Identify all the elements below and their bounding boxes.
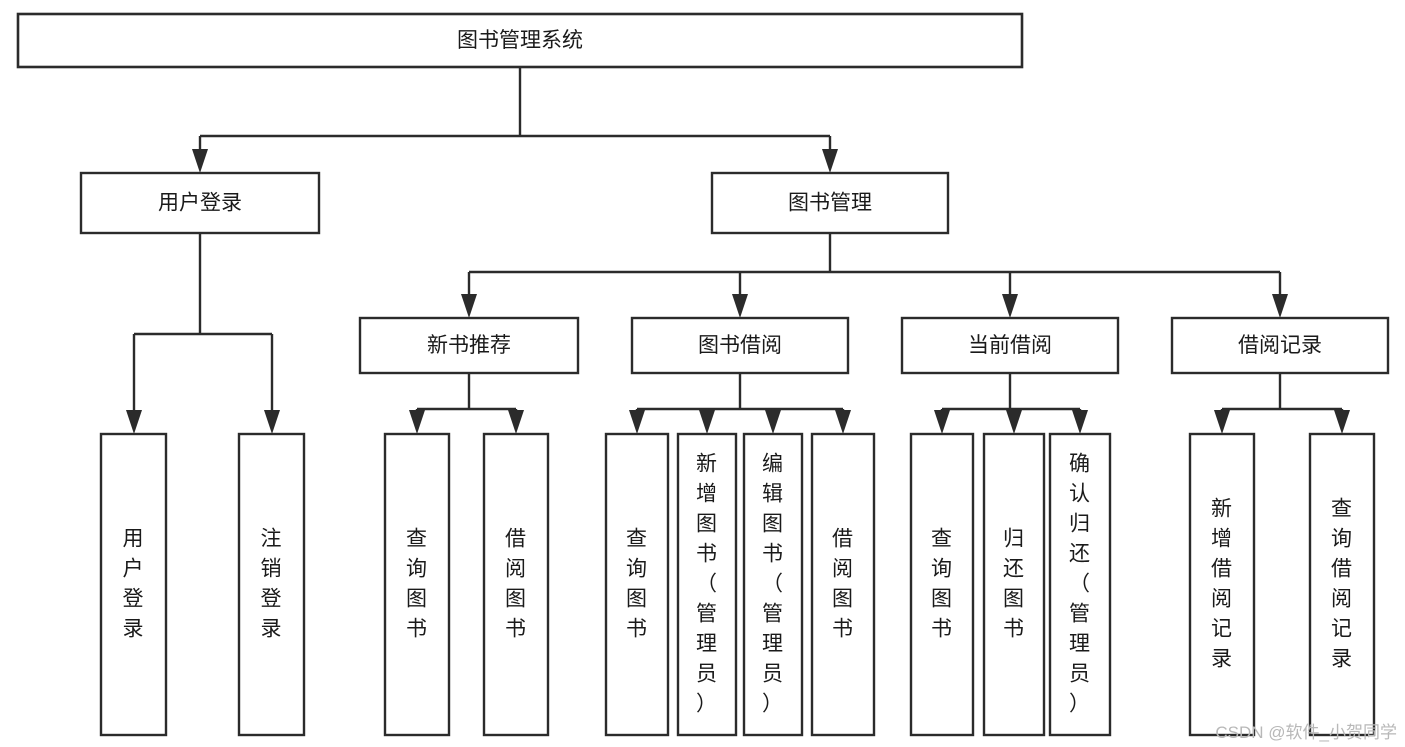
node-label-user-login: 用户登录 [158,192,242,215]
node-label-leaf-return-book: 归还图书 [1003,527,1025,640]
node-box-leaf-query-book-recommend[interactable] [383,432,451,737]
node-box-leaf-add-book[interactable] [676,432,738,737]
node-label-leaf-query-book-recommend: 查询图书 [406,527,428,640]
node-box-leaf-confirm-return[interactable] [1048,432,1112,737]
node-box-leaf-query-book-borrow[interactable] [604,432,670,737]
node-leaf-confirm-return[interactable]: 确认归还（管理员） [1048,432,1112,737]
current-borrow-branch-2-arrowhead-icon [1072,410,1088,434]
node-label-leaf-borrow-book-recommend: 借阅图书 [505,527,527,640]
borrow-records-branch-0-arrowhead-icon [1214,410,1230,434]
node-box-leaf-return-book[interactable] [982,432,1046,737]
node-label-leaf-query-borrow-record: 查询借阅记录 [1331,497,1353,670]
node-book-management[interactable]: 图书管理 [710,171,950,235]
node-box-leaf-borrow-book-recommend[interactable] [482,432,550,737]
node-box-root[interactable] [16,12,1024,69]
node-current-borrow[interactable]: 当前借阅 [900,316,1120,375]
node-label-new-book-recommend: 新书推荐 [427,334,511,357]
node-box-new-book-recommend[interactable] [358,316,580,375]
user-login-branch-0-arrowhead-icon [126,410,142,434]
node-box-leaf-query-borrow-record[interactable] [1308,432,1376,737]
root-branch-0-arrowhead-icon [192,149,208,173]
new-book-branch-1-arrowhead-icon [508,410,524,434]
node-leaf-query-book-recommend[interactable]: 查询图书 [383,432,451,737]
node-leaf-query-book-borrow[interactable]: 查询图书 [604,432,670,737]
new-book-branch-0-arrowhead-icon [409,410,425,434]
book-management-branch-2-arrowhead-icon [1002,294,1018,318]
node-box-leaf-add-borrow-record[interactable] [1188,432,1256,737]
node-leaf-logout-login[interactable]: 注销登录 [237,432,306,737]
book-borrow-branch-1-arrowhead-icon [699,410,715,434]
node-box-leaf-logout-login[interactable] [237,432,306,737]
node-box-leaf-user-login[interactable] [99,432,168,737]
node-label-leaf-borrow-book: 借阅图书 [832,527,854,640]
node-box-leaf-edit-book[interactable] [742,432,804,737]
book-borrow-branch-0-arrowhead-icon [629,410,645,434]
node-label-leaf-logout-login: 注销登录 [261,527,283,640]
borrow-records-branch-1-arrowhead-icon [1334,410,1350,434]
root-branch-1-arrowhead-icon [822,149,838,173]
node-label-leaf-edit-book: 编辑图书（管理员） [762,452,784,715]
node-label-root: 图书管理系统 [457,29,583,52]
node-label-leaf-query-book-borrow: 查询图书 [626,527,648,640]
node-label-leaf-confirm-return: 确认归还（管理员） [1069,452,1091,715]
book-management-branch-3-arrowhead-icon [1272,294,1288,318]
node-label-leaf-user-login: 用户登录 [123,527,145,640]
book-borrow-branch-3-arrowhead-icon [835,410,851,434]
node-leaf-add-borrow-record[interactable]: 新增借阅记录 [1188,432,1256,737]
node-box-current-borrow[interactable] [900,316,1120,375]
node-label-leaf-query-book-current: 查询图书 [931,527,953,640]
node-leaf-edit-book[interactable]: 编辑图书（管理员） [742,432,804,737]
node-label-current-borrow: 当前借阅 [968,334,1052,357]
node-leaf-return-book[interactable]: 归还图书 [982,432,1046,737]
node-leaf-borrow-book-recommend[interactable]: 借阅图书 [482,432,550,737]
node-leaf-add-book[interactable]: 新增图书（管理员） [676,432,738,737]
book-borrow-branch-2-arrowhead-icon [765,410,781,434]
node-label-book-borrow: 图书借阅 [698,334,782,357]
current-borrow-branch-0-arrowhead-icon [934,410,950,434]
node-label-leaf-add-borrow-record: 新增借阅记录 [1211,497,1233,670]
node-book-borrow[interactable]: 图书借阅 [630,316,850,375]
book-management-branch-0-arrowhead-icon [461,294,477,318]
node-box-book-borrow[interactable] [630,316,850,375]
node-new-book-recommend[interactable]: 新书推荐 [358,316,580,375]
node-box-leaf-query-book-current[interactable] [909,432,975,737]
current-borrow-branch-1-arrowhead-icon [1006,410,1022,434]
user-login-branch-1-arrowhead-icon [264,410,280,434]
node-box-user-login[interactable] [79,171,321,235]
node-borrow-records[interactable]: 借阅记录 [1170,316,1390,375]
node-box-leaf-borrow-book[interactable] [810,432,876,737]
node-leaf-borrow-book[interactable]: 借阅图书 [810,432,876,737]
node-box-borrow-records[interactable] [1170,316,1390,375]
node-root[interactable]: 图书管理系统 [16,12,1024,69]
node-label-borrow-records: 借阅记录 [1238,334,1322,357]
node-leaf-query-book-current[interactable]: 查询图书 [909,432,975,737]
node-leaf-query-borrow-record[interactable]: 查询借阅记录 [1308,432,1376,737]
book-management-branch-1-arrowhead-icon [732,294,748,318]
node-box-book-management[interactable] [710,171,950,235]
nodes-layer: 图书管理系统用户登录图书管理新书推荐图书借阅当前借阅借阅记录用户登录注销登录查询… [16,12,1390,737]
node-user-login[interactable]: 用户登录 [79,171,321,235]
node-label-book-management: 图书管理 [788,192,872,215]
connectors-layer [126,67,1350,434]
node-leaf-user-login[interactable]: 用户登录 [99,432,168,737]
node-label-leaf-add-book: 新增图书（管理员） [696,452,718,715]
